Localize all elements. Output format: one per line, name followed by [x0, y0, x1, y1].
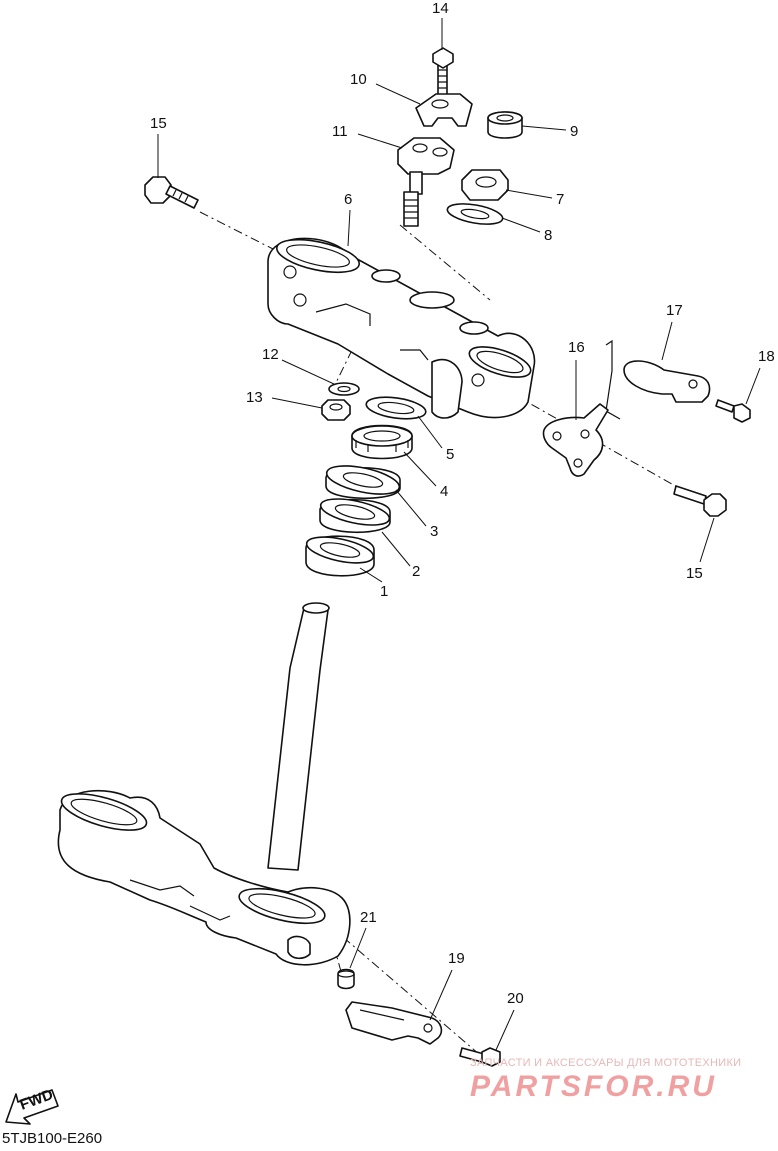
part-6-upper-bracket [267, 237, 536, 419]
fwd-arrow-icon: FWD [5, 1086, 59, 1125]
callout-14: 14 [432, 0, 449, 17]
callout-15-right: 15 [686, 565, 703, 582]
callout-6: 6 [344, 191, 352, 208]
callout-4: 4 [440, 483, 448, 500]
callout-15-left: 15 [150, 115, 167, 132]
part-21-collar [337, 968, 355, 990]
callout-18: 18 [758, 348, 775, 365]
callout-8: 8 [544, 227, 552, 244]
steering-stem-lower-bracket [57, 602, 351, 966]
watermark-logo: PARTSFOR.RU [470, 1070, 717, 1103]
callout-16: 16 [568, 339, 585, 356]
callout-5: 5 [446, 446, 454, 463]
part-4-ring-nut [351, 424, 413, 460]
diagram-part-code: 5TJB100-E260 [2, 1130, 103, 1147]
part-9-damper [487, 111, 523, 139]
part-19-stay [345, 1001, 443, 1045]
part-20-bolt [459, 1047, 501, 1067]
part-3-bearing-cover [325, 465, 401, 500]
callout-9: 9 [570, 123, 578, 140]
part-14-bolt [432, 47, 454, 103]
callout-3: 3 [430, 523, 438, 540]
watermark-tagline: ЗАПЧАСТИ И АКСЕССУАРЫ ДЛЯ МОТОТЕХНИКИ [470, 1057, 742, 1069]
callout-19: 19 [448, 950, 465, 967]
part-8-washer [446, 203, 504, 225]
part-18-bolt [715, 399, 751, 423]
callout-7: 7 [556, 191, 564, 208]
part-12-washer [328, 382, 360, 396]
callout-11: 11 [332, 123, 348, 140]
part-2-bearing [319, 498, 391, 534]
callout-12: 12 [262, 346, 279, 363]
callout-20: 20 [507, 990, 524, 1007]
part-7-nut [461, 169, 509, 201]
part-17-clamp [605, 339, 711, 420]
callout-13: 13 [246, 389, 263, 406]
part-10-handlebar-upper-holder [415, 93, 473, 127]
callout-2: 2 [412, 563, 420, 580]
part-13-nut [321, 399, 351, 421]
part-5-washer [365, 396, 427, 420]
callout-10: 10 [350, 71, 367, 88]
callouts: 1 2 3 4 5 6 7 8 9 10 11 12 13 14 15 15 1 [150, 0, 775, 1051]
part-15-bolt-right [673, 485, 727, 517]
part-15-bolt-left [144, 176, 199, 209]
part-1-bearing-race [305, 535, 375, 577]
callout-21: 21 [360, 909, 377, 926]
callout-1: 1 [380, 583, 388, 600]
part-11-handlebar-lower-holder [397, 137, 455, 227]
callout-17: 17 [666, 302, 683, 319]
